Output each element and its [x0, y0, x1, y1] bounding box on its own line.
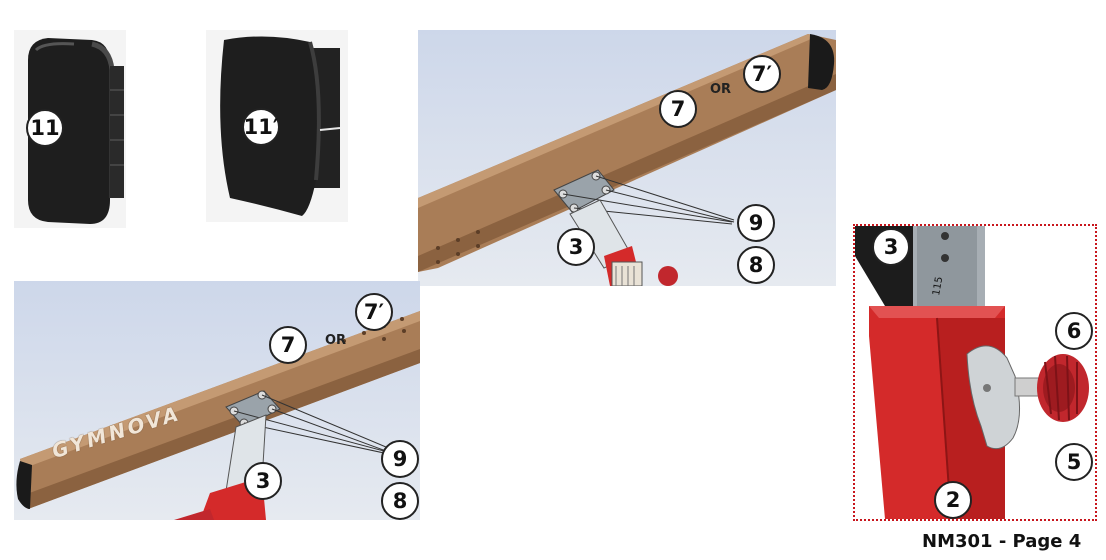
callout-bottom-bolts-9: 9 — [381, 440, 419, 478]
or-label-bottom: OR — [325, 333, 347, 348]
page-footer: NM301 - Page 4 — [922, 531, 1082, 552]
callout-end-cap-11: 11 — [26, 109, 64, 147]
end-cap-11-drawing — [28, 38, 124, 224]
callout-bottom-upright-3: 3 — [244, 462, 282, 500]
detail-panel: 115 3 6 5 2 — [855, 226, 1095, 519]
callout-end-cap-11-prime: 11′ — [242, 108, 280, 146]
detail-drawing: 115 — [855, 226, 1089, 519]
callout-top-upright-3: 3 — [557, 228, 595, 266]
end-cap-11-panel: 11 — [14, 30, 126, 228]
callout-top-beam-7-prime: 7′ — [743, 55, 781, 93]
callout-detail-upright-3: 3 — [872, 228, 910, 266]
callout-top-beam-7: 7 — [659, 90, 697, 128]
bottom-beam-drawing — [16, 311, 420, 520]
height-marking: 115 — [931, 276, 945, 297]
bottom-beam-panel: GYMNOVA 7 OR 7′ 9 8 3 — [14, 281, 420, 520]
callout-bottom-beam-7: 7 — [269, 326, 307, 364]
top-beam-drawing — [418, 34, 836, 286]
end-cap-11-prime-panel: 11′ — [206, 30, 348, 222]
callout-top-bolts-9: 9 — [737, 204, 775, 242]
detail-dotted-frame — [853, 224, 1097, 521]
callout-detail-base-2: 2 — [934, 481, 972, 519]
callout-bottom-plate-8: 8 — [381, 482, 419, 520]
top-beam-panel: 7 OR 7′ 9 8 3 — [418, 30, 836, 286]
callout-detail-knob-6: 6 — [1055, 312, 1093, 350]
or-label-top: OR — [710, 82, 732, 97]
callout-top-plate-8: 8 — [737, 246, 775, 284]
callout-bottom-beam-7-prime: 7′ — [355, 293, 393, 331]
callout-detail-latch-5: 5 — [1055, 443, 1093, 481]
